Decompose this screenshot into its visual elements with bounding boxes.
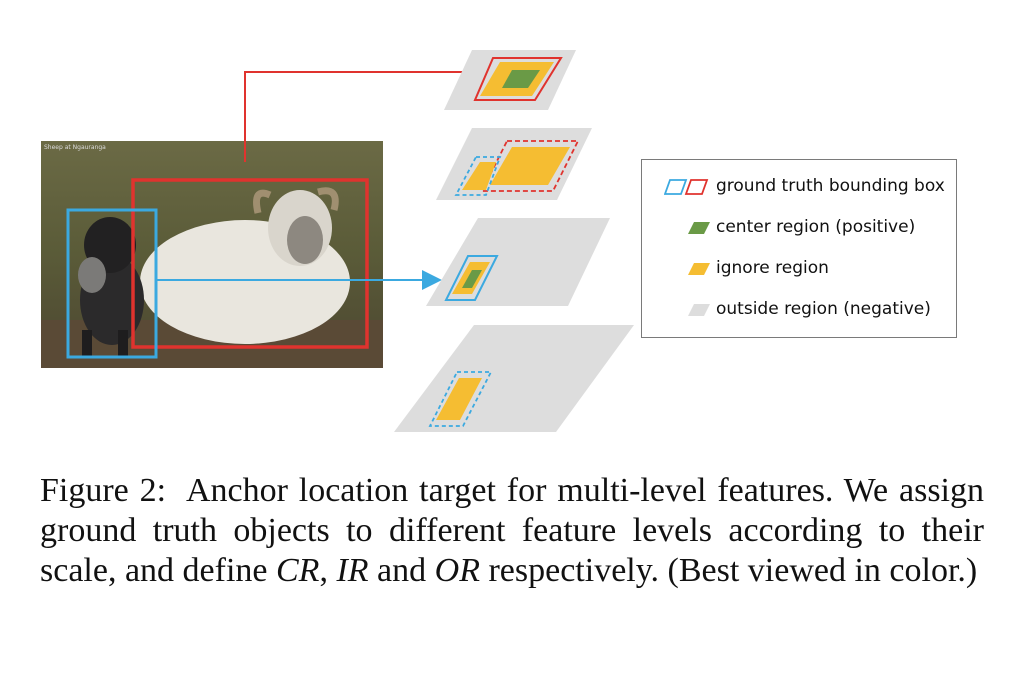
caption-math-cr: CR xyxy=(276,552,320,589)
blue-gt-box-dashed xyxy=(454,156,502,196)
legend-label: ground truth bounding box xyxy=(716,176,945,196)
gray-parallelogram-icon xyxy=(688,304,710,316)
green-parallelogram-icon xyxy=(688,222,710,234)
caption-math-or: OR xyxy=(434,552,480,589)
blue-gt-box xyxy=(444,255,499,301)
blue-gt-box-dashed xyxy=(428,371,493,427)
outside-region xyxy=(394,325,634,432)
figure-diagram: Sheep at Ngauranga xyxy=(41,50,634,432)
figure-caption: Figure 2: Anchor location target for mul… xyxy=(40,471,984,591)
legend-label: center region (positive) xyxy=(716,217,916,237)
blue-bounding-box xyxy=(66,208,158,359)
red-arrow xyxy=(244,62,487,162)
feature-level-4 xyxy=(394,325,634,432)
caption-and: and xyxy=(377,552,427,589)
legend-item-outside: outside region (negative) xyxy=(642,295,956,325)
legend-item-center: center region (positive) xyxy=(642,213,956,243)
legend-label: outside region (negative) xyxy=(716,299,931,319)
legend-label: ignore region xyxy=(716,258,829,278)
photo-watermark: Sheep at Ngauranga xyxy=(44,144,106,151)
sheep-photo: Sheep at Ngauranga xyxy=(41,141,383,368)
center-region xyxy=(502,70,540,88)
yellow-parallelogram-icon xyxy=(688,263,710,275)
caption-text-b: respectively. (Best viewed in color.) xyxy=(488,552,978,589)
feature-level-3 xyxy=(426,218,610,306)
ignore-region xyxy=(436,378,482,420)
red-gt-box xyxy=(473,57,563,101)
feature-level-1 xyxy=(444,50,576,110)
ignore-region xyxy=(490,147,570,185)
center-region xyxy=(462,270,482,288)
legend: ground truth bounding box center region … xyxy=(641,159,957,338)
caption-label: Figure 2: xyxy=(40,472,167,509)
caption-math-ir: IR xyxy=(336,552,369,589)
feature-level-2 xyxy=(436,128,592,200)
legend-item-gt-box: ground truth bounding box xyxy=(642,172,956,202)
legend-item-ignore: ignore region xyxy=(642,254,956,284)
bbox-outline-icon xyxy=(664,179,709,195)
caption-comma: , xyxy=(319,552,328,589)
caption-text-a: Anchor location target for multi-level f… xyxy=(40,472,984,589)
ignore-region-small xyxy=(462,162,496,190)
red-bounding-box xyxy=(131,178,369,349)
